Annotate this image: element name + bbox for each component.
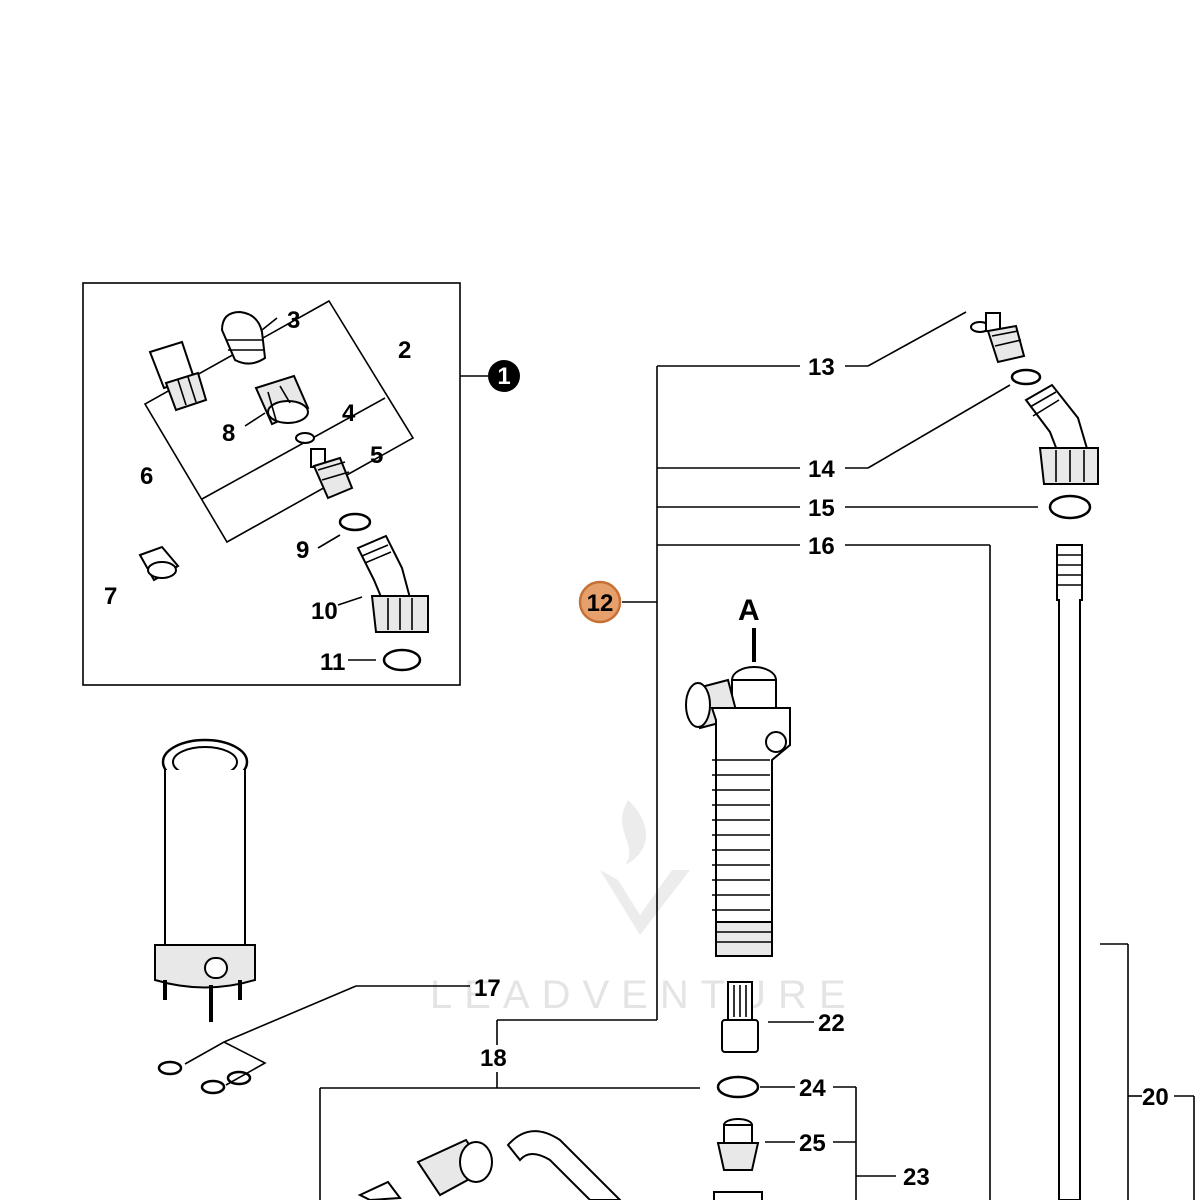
watermark: LEADVENTURE bbox=[430, 800, 858, 1017]
inset-leaders bbox=[143, 299, 488, 661]
inset-parts bbox=[138, 310, 429, 672]
callout-13: 13 bbox=[808, 354, 835, 381]
callout-23: 23 bbox=[903, 1164, 930, 1191]
part-24-washer bbox=[716, 1075, 760, 1099]
watermark-logo-icon bbox=[600, 800, 690, 935]
lower-labels: 13 14 15 16 17 18 22 24 25 23 20 bbox=[474, 354, 1169, 1191]
inset-labels: 3 2 4 8 5 6 9 7 10 11 bbox=[104, 307, 411, 676]
callout-16: 16 bbox=[808, 533, 835, 560]
manifold-ribs bbox=[712, 759, 770, 911]
callout-22: 22 bbox=[818, 1010, 845, 1037]
callout-14: 14 bbox=[808, 456, 835, 483]
callout-12-badge[interactable]: 12 bbox=[578, 580, 622, 624]
part-9-ring bbox=[338, 512, 372, 532]
callout-24: 24 bbox=[799, 1075, 826, 1102]
callout-20: 20 bbox=[1142, 1084, 1169, 1111]
part-12-manifold bbox=[685, 628, 791, 957]
callout-8: 8 bbox=[222, 420, 235, 447]
part-22-filter bbox=[721, 981, 759, 1053]
tank-tube bbox=[154, 738, 256, 1022]
callout-2: 2 bbox=[398, 337, 411, 364]
callout-15: 15 bbox=[808, 495, 835, 522]
callout-10: 10 bbox=[311, 598, 338, 625]
callout-1-badge: 1 bbox=[488, 360, 520, 392]
part-10-elbow bbox=[356, 534, 429, 633]
part-3-cap bbox=[220, 310, 267, 365]
callout-1: 1 bbox=[497, 363, 510, 390]
part-11-oring bbox=[382, 648, 422, 672]
kit-12-bracket bbox=[496, 365, 800, 1045]
callout-3: 3 bbox=[287, 307, 300, 334]
callout-7: 7 bbox=[104, 583, 117, 610]
callout-25: 25 bbox=[799, 1130, 826, 1157]
inset-box bbox=[82, 282, 461, 686]
callout-A: A bbox=[738, 594, 760, 627]
part-8-nut bbox=[254, 374, 310, 426]
part-13-valve bbox=[985, 312, 1026, 364]
part-18-assembly bbox=[319, 1072, 700, 1200]
part-14-elbow bbox=[1024, 383, 1099, 485]
part-20-pipe bbox=[1056, 544, 1083, 1200]
parts-upper-right bbox=[970, 312, 1099, 520]
part-17-washers bbox=[157, 985, 470, 1095]
callout-11: 11 bbox=[320, 649, 345, 676]
part-6-nozzle bbox=[148, 340, 208, 412]
callout-12: 12 bbox=[587, 590, 614, 617]
right-leaders bbox=[760, 311, 1195, 1200]
callout-9: 9 bbox=[296, 537, 309, 564]
part-4-oring bbox=[295, 432, 315, 444]
part-15-oring bbox=[1048, 494, 1092, 520]
part-25-fitting bbox=[713, 1118, 763, 1200]
callout-6: 6 bbox=[140, 463, 153, 490]
watermark-text: LEADVENTURE bbox=[430, 973, 858, 1017]
part-7-tip bbox=[138, 545, 180, 582]
callout-5: 5 bbox=[370, 442, 383, 469]
callout-18: 18 bbox=[480, 1045, 507, 1072]
part-5-valve bbox=[310, 448, 354, 500]
callout-4: 4 bbox=[342, 400, 356, 427]
part-14-ring bbox=[1010, 368, 1042, 386]
callout-17: 17 bbox=[474, 975, 501, 1002]
